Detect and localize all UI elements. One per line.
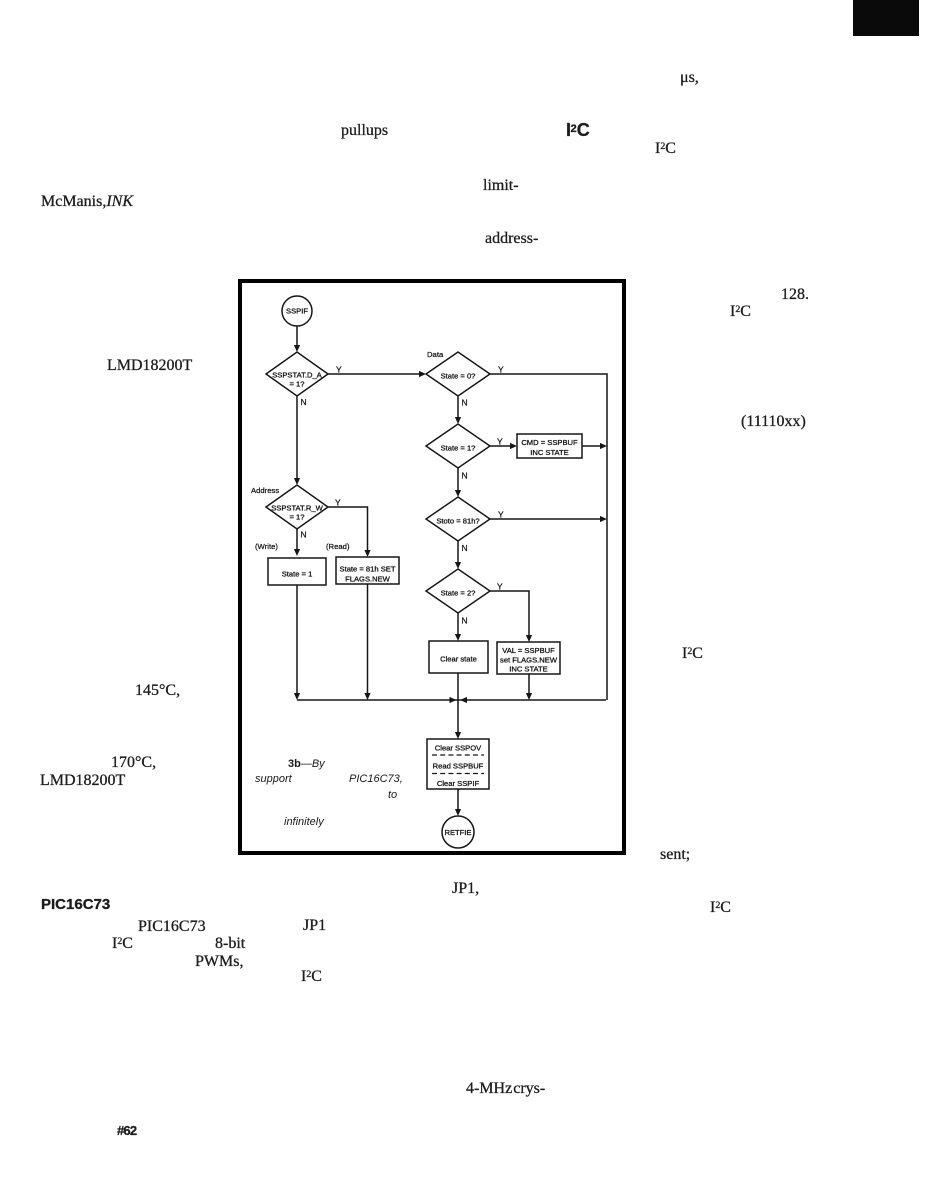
- svg-text:State = 1: State = 1: [282, 570, 313, 579]
- svg-text:State = 81h SET: State = 81h SET: [340, 565, 396, 574]
- svg-text:RETFIE: RETFIE: [444, 828, 471, 837]
- svg-text:Y: Y: [335, 498, 341, 508]
- svg-text:Read SSPBUF: Read SSPBUF: [433, 762, 484, 771]
- svg-text:SSPSTAT.D_A: SSPSTAT.D_A: [272, 370, 322, 379]
- svg-text:set FLAGS.NEW: set FLAGS.NEW: [500, 656, 558, 665]
- svg-text:(Write): (Write): [255, 542, 278, 551]
- svg-text:VAL = SSPBUF: VAL = SSPBUF: [502, 646, 555, 655]
- svg-text:Y: Y: [497, 582, 503, 592]
- svg-text:INC STATE: INC STATE: [530, 448, 569, 457]
- svg-text:Data: Data: [427, 350, 444, 359]
- svg-text:N: N: [301, 530, 307, 540]
- svg-text:N: N: [462, 543, 468, 553]
- svg-text:State = 0?: State = 0?: [441, 372, 476, 381]
- svg-text:(Read): (Read): [326, 542, 350, 551]
- svg-text:N: N: [301, 397, 307, 407]
- svg-text:Y: Y: [498, 365, 504, 375]
- svg-text:PIC16C73,: PIC16C73,: [349, 773, 403, 785]
- svg-text:CMD = SSPBUF: CMD = SSPBUF: [521, 438, 578, 447]
- svg-text:Stoto = 81h?: Stoto = 81h?: [436, 517, 479, 526]
- svg-text:support: support: [255, 773, 293, 785]
- svg-text:Y: Y: [336, 365, 342, 375]
- svg-text:= 1?: = 1?: [290, 512, 305, 521]
- svg-text:= 1?: = 1?: [290, 379, 305, 388]
- svg-text:Y: Y: [497, 437, 503, 447]
- svg-text:Address: Address: [251, 486, 279, 495]
- svg-text:State = 2?: State = 2?: [441, 589, 476, 598]
- svg-text:Clear SSPIF: Clear SSPIF: [437, 779, 480, 788]
- svg-text:N: N: [462, 471, 468, 481]
- svg-text:to: to: [388, 789, 397, 801]
- svg-text:3b—By: 3b—By: [288, 758, 326, 770]
- svg-text:INC STATE: INC STATE: [509, 665, 548, 674]
- svg-text:Clear SSPOV: Clear SSPOV: [435, 744, 482, 753]
- svg-text:Clear state: Clear state: [440, 655, 477, 664]
- svg-text:SSPIF: SSPIF: [286, 307, 308, 316]
- svg-text:infinitely: infinitely: [284, 816, 325, 828]
- svg-text:SSPSTAT.R_W: SSPSTAT.R_W: [271, 503, 323, 512]
- svg-text:State = 1?: State = 1?: [441, 444, 476, 453]
- svg-text:N: N: [462, 398, 468, 408]
- svg-text:N: N: [462, 616, 468, 626]
- svg-text:Y: Y: [498, 510, 504, 520]
- svg-text:FLAGS.NEW: FLAGS.NEW: [345, 575, 391, 584]
